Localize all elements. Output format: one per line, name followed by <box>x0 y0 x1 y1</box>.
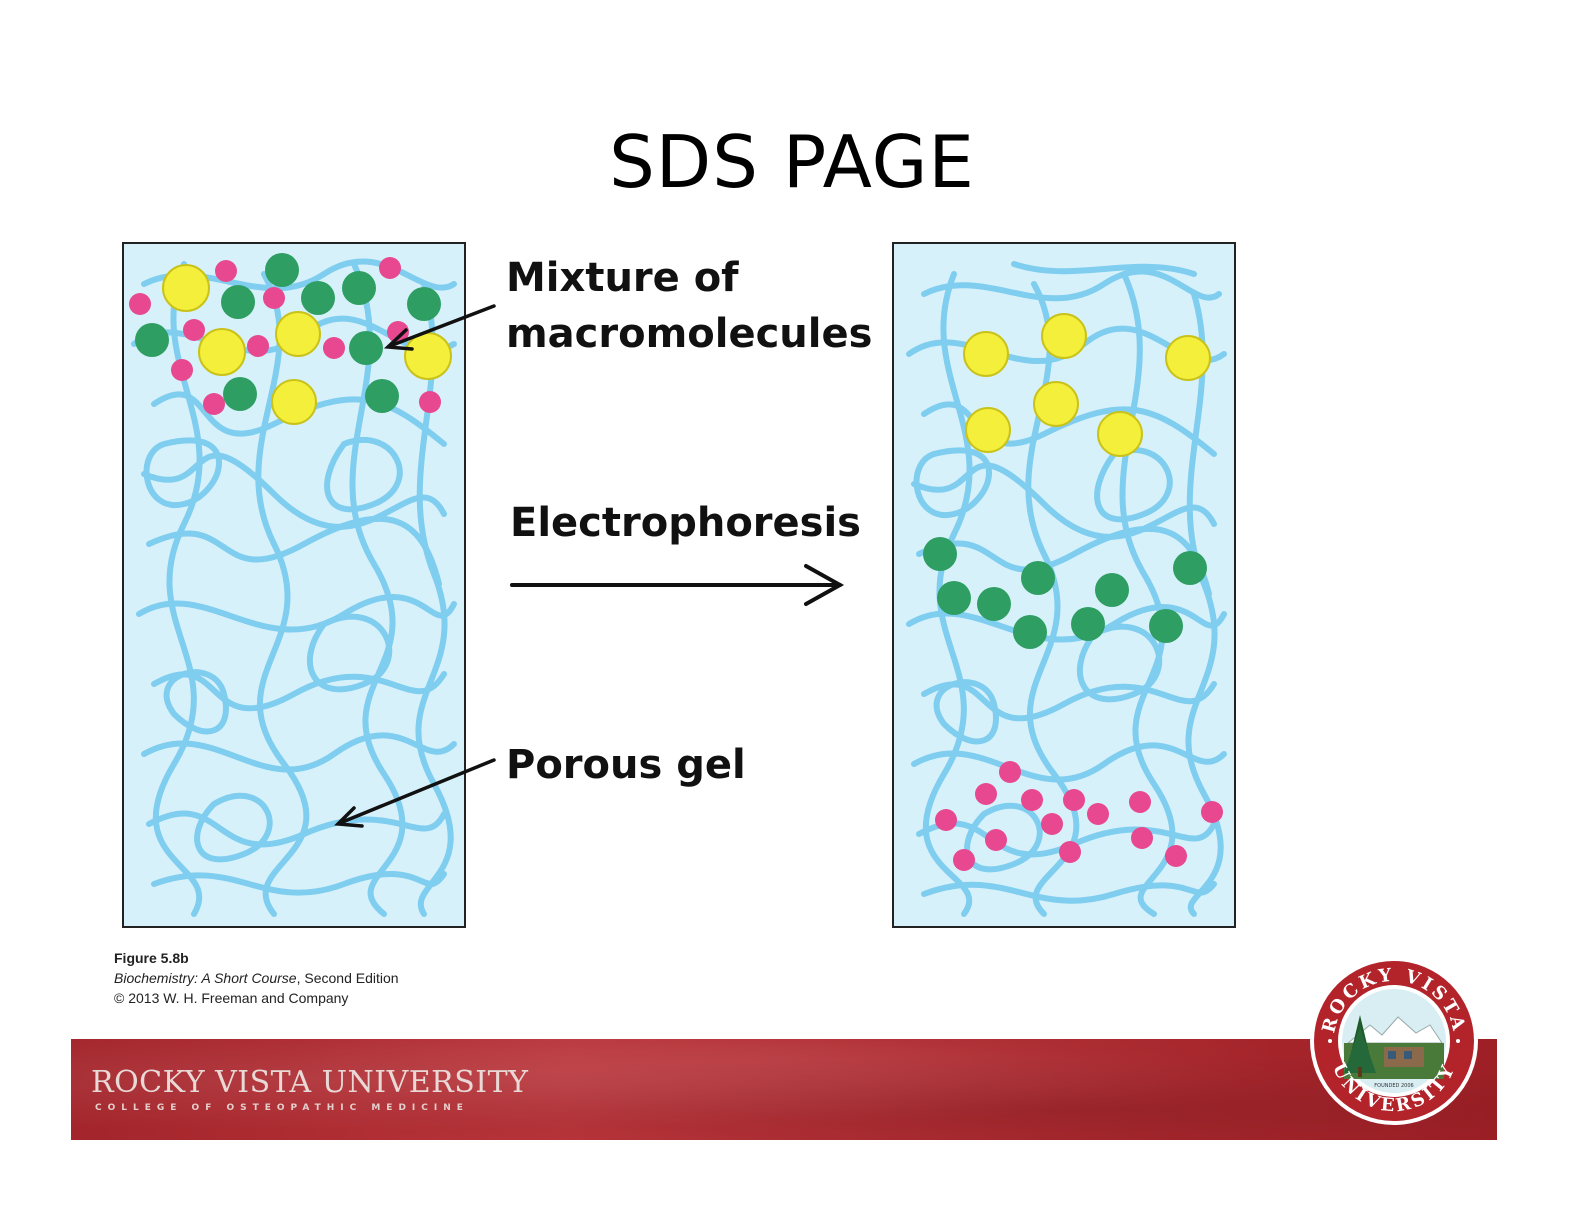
gel-fiber-network <box>906 261 1227 917</box>
mixture-label-line2: macromolecules <box>506 311 873 357</box>
gel-after-electrophoresis <box>892 242 1236 928</box>
gel-fiber-network <box>129 253 457 917</box>
figure-number: Figure 5.8b <box>114 950 189 966</box>
college-subtitle: COLLEGE OF OSTEOPATHIC MEDICINE <box>95 1103 469 1113</box>
electrophoresis-arrow <box>510 564 845 606</box>
book-edition: , Second Edition <box>296 970 399 986</box>
large-molecules-band <box>963 313 1211 457</box>
copyright-line: © 2013 W. H. Freeman and Company <box>114 990 349 1006</box>
university-wordmark: ROCKY VISTA UNIVERSITY <box>91 1065 529 1100</box>
university-seal-logo: ROCKY VISTA UNIVERSITY FOUNDED 2006 <box>1310 957 1478 1125</box>
porous-gel-label: Porous gel <box>506 742 746 788</box>
footer-texture <box>71 1039 1497 1140</box>
slide-title: SDS PAGE <box>609 120 975 204</box>
medium-molecules-band <box>923 537 1207 649</box>
book-citation: Biochemistry: A Short Course, Second Edi… <box>114 968 399 988</box>
small-molecules-band <box>935 761 1223 871</box>
seal-founded-text: FOUNDED 2006 <box>1374 1083 1413 1089</box>
book-title: Biochemistry: A Short Course <box>114 970 297 986</box>
footer-banner: ROCKY VISTA UNIVERSITY COLLEGE OF OSTEOP… <box>71 1039 1497 1140</box>
mixture-label: Mixture of macromolecules <box>506 250 872 362</box>
mixture-label-line1: Mixture of <box>506 255 739 301</box>
figure-caption: Figure 5.8b Biochemistry: A Short Course… <box>114 948 399 1008</box>
electrophoresis-label: Electrophoresis <box>510 500 861 546</box>
gel-before-electrophoresis <box>122 242 466 928</box>
